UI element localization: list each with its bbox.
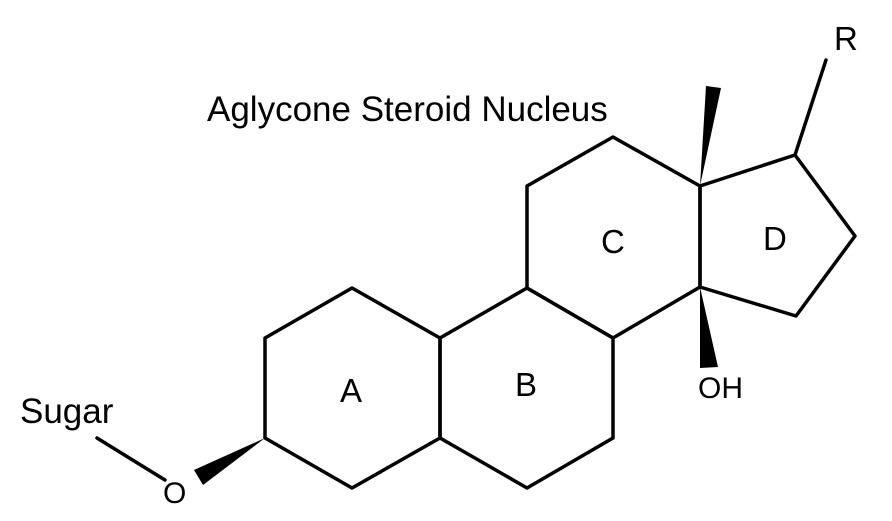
ring-d-label: D <box>763 220 787 257</box>
ring-c-label: C <box>601 223 625 260</box>
sugar-label: Sugar <box>20 392 114 431</box>
ring-b-label: B <box>515 366 537 403</box>
hydroxyl-wedge <box>700 287 718 368</box>
ring-a-label: A <box>340 372 362 409</box>
diagram-title: Aglycone Steroid Nucleus <box>207 90 608 129</box>
r-group-label: R <box>834 20 858 57</box>
ring-d <box>698 153 857 318</box>
sugar-bond <box>95 436 167 482</box>
oxygen-wedge <box>194 438 265 485</box>
r-bond <box>793 58 828 157</box>
oxygen-label: O <box>163 477 186 510</box>
hydroxyl-label: OH <box>698 372 743 405</box>
methyl-wedge <box>700 86 721 186</box>
